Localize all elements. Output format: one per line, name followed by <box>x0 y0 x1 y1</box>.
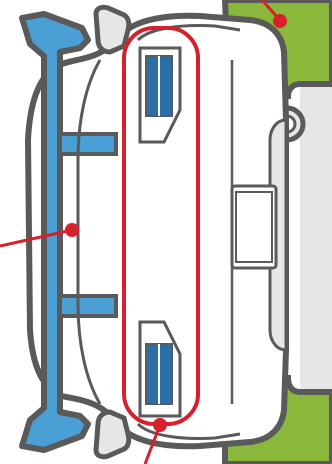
callout-dot-front-bumper <box>153 418 167 432</box>
callout-dot-rear-spoiler <box>65 223 79 237</box>
callout-dot-front-wheel <box>273 14 287 28</box>
mirror-top <box>96 7 129 52</box>
license-plate <box>232 186 276 268</box>
mirror-bottom <box>96 412 129 457</box>
